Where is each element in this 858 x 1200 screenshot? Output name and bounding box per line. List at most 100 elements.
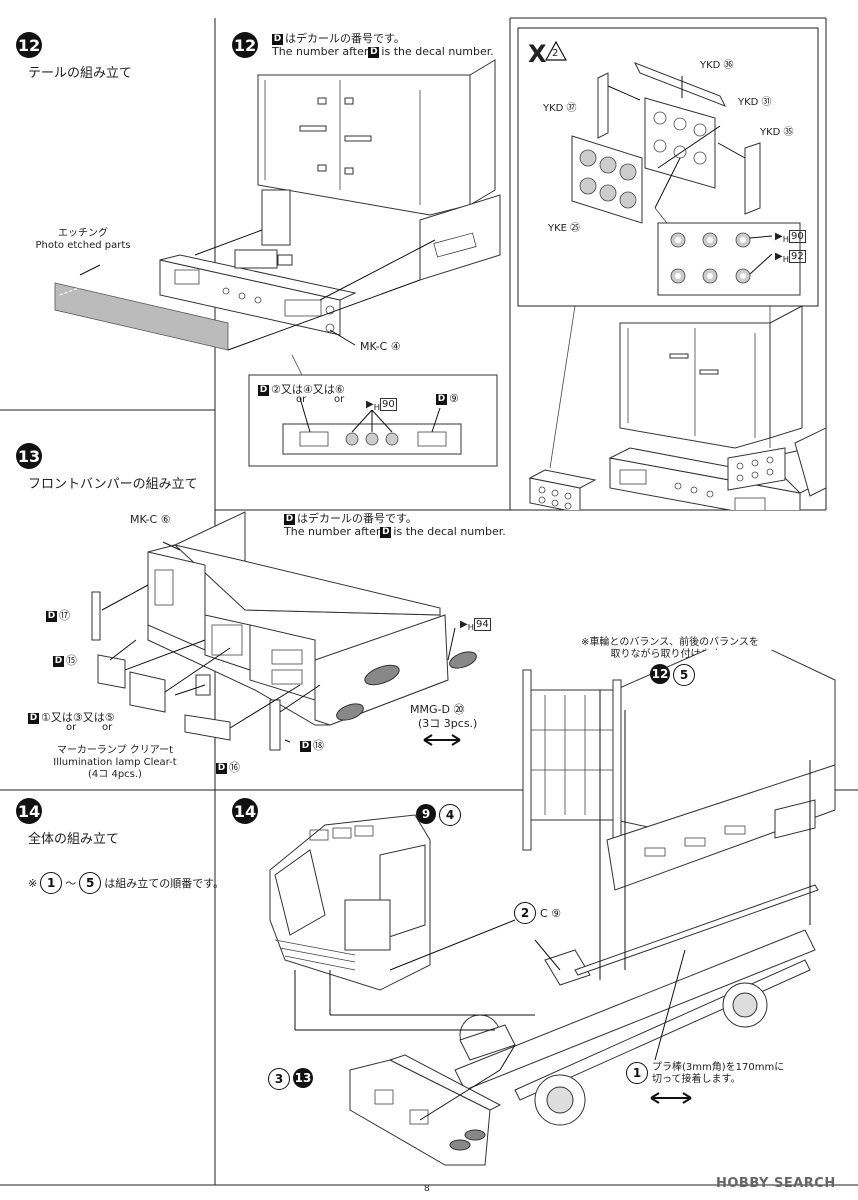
step-13-header: 13 <box>16 443 42 469</box>
decal-d-icon: D <box>258 384 269 396</box>
decal-17-num: ⑰ <box>59 609 70 622</box>
marker-lamp-label: マーカーランプ クリアーt Illumination lamp Clear-t … <box>30 745 200 781</box>
decal-d-icon: D <box>368 46 380 58</box>
decal-18-num: ⑱ <box>313 739 324 752</box>
step-ref-5: 5 <box>673 664 695 686</box>
step-14-diagram <box>269 650 836 1166</box>
balance-note: ※車輪とのバランス、前後のバランスを 取りながら取り付けます。 <box>565 637 775 661</box>
etch-label-en: Photo etched parts <box>35 240 131 251</box>
step-number: 14 <box>16 798 42 824</box>
step-14-header: 14 <box>16 798 42 824</box>
or-1: or <box>296 394 307 405</box>
etch-label: エッチング Photo etched parts <box>28 228 138 252</box>
ref-9-4: 9 4 <box>416 804 461 826</box>
ph90-number: 90 <box>379 398 397 411</box>
step-ref-13: 13 <box>293 1068 313 1088</box>
decal-options-text: ②又は④又は⑥ <box>271 383 345 396</box>
decal-note-en2: is the decal number. <box>393 525 506 538</box>
decal-d-icon: D <box>53 655 64 667</box>
order-note-post: は組み立ての順番です。 <box>104 876 225 890</box>
mmg-d-qty: (3コ 3pcs.) <box>418 717 478 730</box>
page-number: 8 <box>424 1184 430 1194</box>
ref-2-c9: 2 C ⑨ <box>514 902 561 924</box>
ph-icon: ▶H <box>775 231 789 244</box>
or-3: or <box>66 722 77 733</box>
ref-3-13: 3 13 <box>268 1068 313 1090</box>
chassis <box>454 929 816 1126</box>
ykd35-label: YKD ㉟ <box>760 127 794 138</box>
order-note-sep: ～ <box>65 876 77 890</box>
decal-d-icon: D <box>272 33 283 45</box>
mmg-d-label: MMG-D ⑳ <box>410 703 465 716</box>
x-sub: 2 <box>552 48 559 59</box>
step-number: 14 <box>232 798 258 824</box>
ph-icon: ▶H <box>366 399 380 412</box>
decal-note-en: The number after <box>284 525 381 538</box>
decal-note-en2: is the decal number. <box>381 45 494 58</box>
mk-c4-label: MK-C ④ <box>360 340 401 353</box>
step-13-diagram <box>91 511 477 751</box>
x-box-title: X <box>528 40 547 68</box>
order-note: ※ 1 ～ 5 は組み立ての順番です。 <box>28 872 224 894</box>
balance-note-2: 取りながら取り付けます。 <box>610 649 730 660</box>
bar-note-2: 切って接着します。 <box>652 1074 741 1085</box>
or-4: or <box>102 722 113 733</box>
decal-note-jp: はデカールの番号です。 <box>297 512 417 525</box>
marker-lamp-qty: (4コ 4pcs.) <box>88 769 142 780</box>
decal-9-num: ⑨ <box>449 392 459 405</box>
truck-body-rear <box>257 59 496 216</box>
bar-note: 1 プラ棒(3mm角)を170mmに 切って接着します。 <box>626 1062 784 1086</box>
step-ref-9: 9 <box>416 804 436 824</box>
decal-d-icon: D <box>216 762 227 774</box>
step-ref-2: 2 <box>514 902 536 924</box>
step-12b-header: 12 <box>232 32 258 58</box>
bar-note-1: プラ棒(3mm角)を170mmに <box>652 1062 785 1073</box>
x-box-diagram <box>517 27 826 510</box>
decal-d-icon: D <box>300 740 311 752</box>
ph-icon: ▶H <box>775 251 789 264</box>
ykd36-label: YKD ㊱ <box>700 60 734 71</box>
step-12-diagram <box>54 59 501 467</box>
step-14b-header: 14 <box>232 798 258 824</box>
ph-icon: ▶H <box>460 619 474 632</box>
watermark: HOBBY SEARCH <box>716 1176 836 1191</box>
step-12-title: テールの組み立て <box>28 66 133 81</box>
step-ref-1: 1 <box>626 1062 648 1084</box>
ykd31-label: YKD ㉛ <box>738 97 772 108</box>
step-ref-3: 3 <box>268 1068 290 1090</box>
step-number: 13 <box>16 443 42 469</box>
order-end-number: 5 <box>79 872 102 894</box>
ph92-number: 92 <box>788 250 806 263</box>
mk-c6-label: MK-C ⑥ <box>130 513 171 526</box>
balance-note-1: ※車輪とのバランス、前後のバランスを <box>581 637 759 648</box>
decal-note-jp: はデカールの番号です。 <box>285 32 405 45</box>
triangle-icon <box>545 40 567 61</box>
step-ref-12: 12 <box>650 664 670 684</box>
or-2: or <box>334 394 345 405</box>
order-note-pre: ※ <box>28 876 38 890</box>
cargo-bed <box>522 650 836 891</box>
ykd37-label: YKD ㊲ <box>543 103 577 114</box>
marker-lamp-en: Illumination lamp Clear-t <box>53 757 177 768</box>
decal-d-icon: D <box>436 393 447 405</box>
step-12-header: 12 <box>16 32 42 58</box>
ph90-number: 90 <box>788 230 806 243</box>
decal-d-icon: D <box>46 610 57 622</box>
rear-bumper <box>159 249 357 336</box>
decal-135-text: ①又は③又は⑤ <box>41 711 115 724</box>
decal-16-num: ⑯ <box>229 761 240 774</box>
c9-label: C ⑨ <box>540 906 562 920</box>
x-letter: X <box>528 40 547 68</box>
